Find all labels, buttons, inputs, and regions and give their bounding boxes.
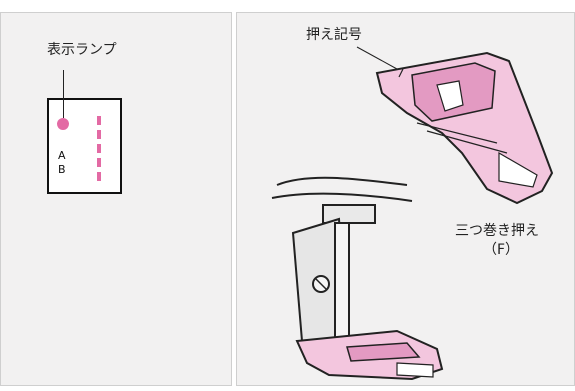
stitch-dash: [97, 116, 101, 125]
indicator-box: A B: [47, 70, 122, 194]
indicator-lamp-label: 表示ランプ: [47, 42, 117, 58]
leader-line: [63, 70, 64, 118]
stitch-dash: [97, 130, 101, 139]
letter-a: A: [58, 149, 66, 162]
detached-presser-foot: [375, 51, 554, 205]
machine-presser-bar: [271, 176, 413, 355]
presser-mark-label: 押え記号: [306, 27, 362, 43]
presser-foot-illustration: [271, 46, 554, 381]
rolled-hem-foot-code: （F）: [483, 242, 520, 258]
rolled-hem-foot-label: 三つ巻き押え: [455, 223, 539, 239]
stitch-dash: [97, 158, 101, 167]
presser-foot-panel: 押え記号 三つ巻き押え （F）: [236, 12, 575, 386]
indicator-lamp: [57, 118, 69, 130]
letter-b: B: [58, 163, 66, 176]
stitch-dash: [97, 144, 101, 153]
indicator-panel: 表示ランプ A B: [0, 12, 232, 386]
cropped-header-text: [0, 0, 575, 10]
mounted-presser-foot: [295, 329, 444, 381]
stitch-dash: [97, 172, 101, 181]
mark-leader-line: [356, 46, 398, 70]
